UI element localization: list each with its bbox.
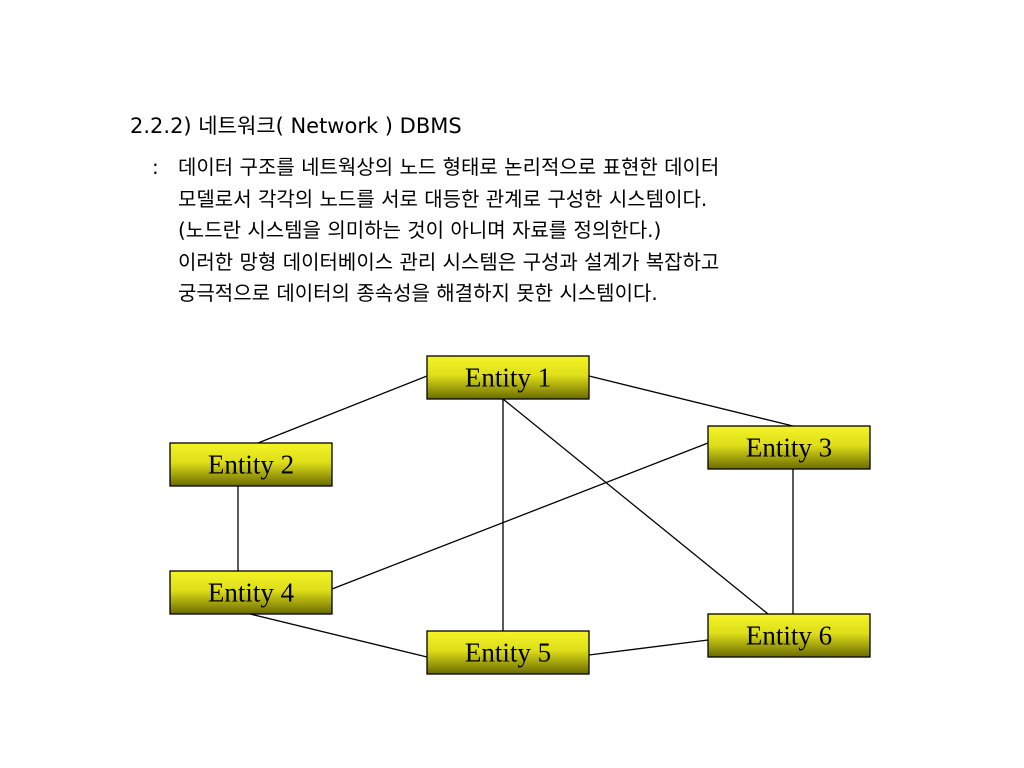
links-layer (237, 375, 794, 658)
entity-node-6: Entity 6 (707, 613, 871, 658)
entity-node-5: Entity 5 (426, 630, 590, 675)
link-e5-e6 (588, 639, 709, 656)
entity-label-6: Entity 6 (746, 621, 832, 651)
entity-label-4: Entity 4 (208, 578, 295, 608)
description-line-5: 궁극적으로 데이터의 종속성을 해결하지 못한 시스템이다. (178, 281, 658, 305)
description-line-2: 모델로서 각각의 노드를 서로 대등한 관계로 구성한 시스템이다. (178, 186, 708, 211)
description-line-1: :데이터 구조를 네트웍상의 노드 형태로 논리적으로 표현한 데이터 (152, 152, 952, 184)
entity-node-3: Entity 3 (707, 425, 871, 470)
entity-box-2 (169, 442, 333, 487)
description-colon: : (152, 155, 159, 179)
entity-node-4: Entity 4 (169, 570, 333, 615)
description-line-4: 이러한 망형 데이터베이스 관리 시스템은 구성과 설계가 복잡하고 (178, 249, 720, 274)
entity-label-2: Entity 2 (208, 450, 294, 480)
entity-box-5 (426, 630, 590, 675)
description-text: :데이터 구조를 네트웍상의 노드 형태로 논리적으로 표현한 데이터 모델로서… (152, 152, 952, 310)
entity-box-1 (426, 355, 590, 400)
link-e1-e6 (502, 398, 769, 615)
entity-label-5: Entity 5 (465, 638, 551, 668)
entity-node-1: Entity 1 (426, 355, 590, 400)
link-e4-e5 (249, 613, 428, 658)
nodes-layer: Entity 1 Entity 2 Entity 3 Entity 4 Entity 5… (169, 355, 871, 675)
entity-node-2: Entity 2 (169, 442, 333, 487)
entity-label-1: Entity 1 (465, 363, 551, 393)
link-e3-e4 (331, 442, 709, 590)
entity-box-6 (707, 613, 871, 658)
entity-box-3 (707, 425, 871, 470)
section-heading: 2.2.2) 네트워크( Network ) DBMS (130, 114, 462, 138)
entity-box-4 (169, 570, 333, 615)
entity-label-3: Entity 3 (746, 433, 832, 463)
description-line-3: (노드란 시스템을 의미하는 것이 아니며 자료를 정의한다.) (178, 218, 662, 242)
link-e1-e3 (588, 375, 794, 427)
link-e1-e2 (257, 375, 428, 444)
